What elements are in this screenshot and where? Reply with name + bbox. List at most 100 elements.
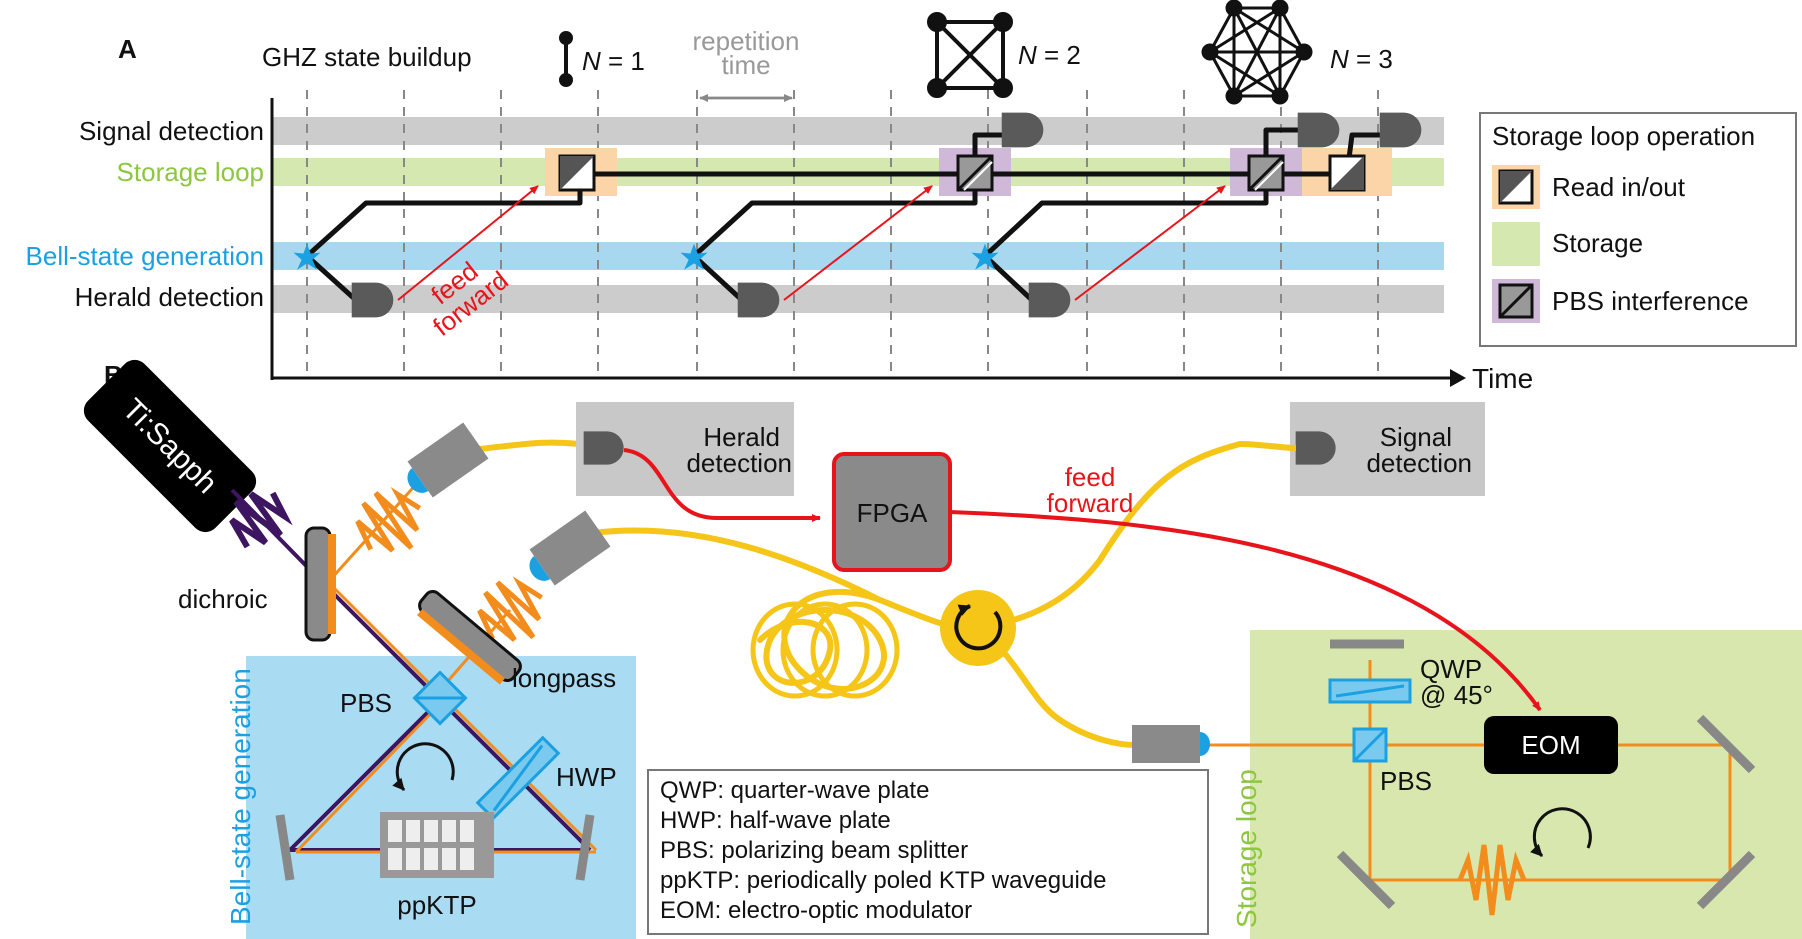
herald-detector-icon-2 bbox=[737, 282, 780, 318]
time-axis-arrow-icon bbox=[1450, 369, 1466, 387]
pbs-sagnac-icon bbox=[412, 670, 468, 726]
loop-mirror-bottom-right bbox=[1696, 850, 1756, 910]
qwp-icon bbox=[1328, 678, 1412, 704]
sagnac-mirror-right bbox=[575, 814, 595, 881]
ghz-graph-icon-n1 bbox=[559, 31, 573, 87]
collimator-icon-signal bbox=[529, 510, 611, 586]
signal-label-2: detection bbox=[1366, 448, 1472, 478]
n-label-2: N = 2 bbox=[1018, 40, 1081, 70]
repetition-label-1: repetition bbox=[693, 26, 800, 56]
signal-detector-icon-2 bbox=[1297, 112, 1340, 148]
glossary-item-pbs: PBS: polarizing beam splitter bbox=[660, 837, 968, 864]
legend-switch-fill bbox=[1500, 171, 1532, 203]
fpga-to-eom-line bbox=[949, 510, 1542, 712]
signal-detector-icon-1 bbox=[1001, 112, 1044, 148]
row-label-bell: Bell-state generation bbox=[26, 241, 264, 271]
qwp-label-2: @ 45° bbox=[1420, 680, 1493, 710]
herald-detector-icon-3 bbox=[1028, 282, 1071, 318]
fiber-spool bbox=[750, 601, 900, 699]
photon-pulse-icon-1 bbox=[355, 486, 422, 553]
sagnac-circulation-icon bbox=[392, 742, 455, 791]
legend-item-storage: Storage bbox=[1552, 228, 1643, 258]
photon-beams bbox=[294, 478, 1732, 882]
bell-band bbox=[272, 242, 1444, 270]
glossary-item-ppktp: ppKTP: periodically poled KTP waveguide bbox=[660, 867, 1106, 894]
legend-swatch-storage bbox=[1492, 222, 1540, 266]
read-in-switch-icon bbox=[558, 154, 596, 192]
signal-band bbox=[272, 117, 1444, 145]
dichroic-label: dichroic bbox=[178, 584, 268, 614]
repetition-label-2: time bbox=[721, 50, 770, 80]
collimator-icon-herald bbox=[407, 422, 489, 498]
herald-band bbox=[272, 285, 1444, 313]
ghz-graph-icon-n2 bbox=[927, 12, 1013, 98]
signal-detector-icon-3 bbox=[1379, 112, 1422, 148]
row-label-signal: Signal detection bbox=[79, 116, 264, 146]
legend-item-read: Read in/out bbox=[1552, 172, 1686, 202]
glossary-item-eom: EOM: electro-optic modulator bbox=[660, 897, 972, 924]
photon-pulse-icon-2 bbox=[477, 576, 543, 642]
feed-forward-b-line1: feed bbox=[1065, 462, 1116, 492]
panel-a: A GHZ state buildup Signal detection Sto… bbox=[26, 0, 1797, 394]
ghz-graph-icon-n3 bbox=[1201, 0, 1313, 105]
bell-box-label: Bell-state generation bbox=[225, 668, 256, 925]
feed-forward-b-line2: forward bbox=[1047, 488, 1134, 518]
herald-to-fpga-line bbox=[623, 448, 821, 522]
feed-forward-arrow-2 bbox=[783, 185, 933, 301]
herald-label-1: Herald bbox=[703, 422, 780, 452]
eom-label: EOM bbox=[1521, 730, 1580, 760]
dichroic-mirror bbox=[304, 526, 336, 642]
ppktp-label: ppKTP bbox=[397, 890, 477, 920]
sagnac-mirror-left bbox=[275, 814, 295, 881]
circulator-icon bbox=[940, 590, 1016, 666]
glossary-frame bbox=[647, 769, 1209, 935]
n-label-3: N = 3 bbox=[1330, 44, 1393, 74]
collimator-icon-storage bbox=[1132, 725, 1210, 763]
time-gridlines bbox=[306, 90, 1379, 376]
herald-label-2: detection bbox=[686, 448, 792, 478]
read-out-switch-icon bbox=[1328, 154, 1366, 192]
pbs-icon-a1 bbox=[956, 154, 994, 192]
glossary-item-hwp: HWP: half-wave plate bbox=[660, 807, 891, 834]
eom-box bbox=[1484, 716, 1618, 774]
qwp-label-1: QWP bbox=[1420, 654, 1482, 684]
signal-fiber-end bbox=[1239, 441, 1297, 451]
pump-pulse-icon bbox=[229, 491, 293, 549]
glossary-item-qwp: QWP: quarter-wave plate bbox=[660, 777, 929, 804]
longpass-label: longpass bbox=[512, 663, 616, 693]
hwp-icon bbox=[475, 735, 561, 821]
panel-a-title: GHZ state buildup bbox=[262, 42, 472, 72]
storage-box-label: Storage loop bbox=[1231, 769, 1262, 928]
signal-detector-icon-b bbox=[1295, 431, 1336, 465]
fibers bbox=[467, 439, 1243, 748]
pbs-icon-a2 bbox=[1247, 154, 1285, 192]
fpga-label: FPGA bbox=[857, 498, 928, 528]
pbs-loop-label: PBS bbox=[1380, 766, 1432, 796]
loop-circulation-icon bbox=[1530, 807, 1592, 858]
loop-mirror-bottom-left bbox=[1336, 850, 1396, 910]
row-label-herald: Herald detection bbox=[75, 282, 264, 312]
signal-label-1: Signal bbox=[1380, 422, 1452, 452]
panel-b: B Bell-state generation Storage loop Ti:… bbox=[83, 359, 1802, 939]
panel-a-label: A bbox=[118, 34, 137, 64]
photon-pulse-icon-3 bbox=[1457, 844, 1527, 916]
glossary: QWP: quarter-wave plate HWP: half-wave p… bbox=[647, 769, 1209, 935]
legend-item-pbs: PBS interference bbox=[1552, 286, 1749, 316]
legend-title: Storage loop operation bbox=[1492, 121, 1755, 151]
herald-detector-icon-b bbox=[583, 431, 624, 465]
feed-forward-arrow-3 bbox=[1074, 185, 1226, 301]
row-label-storage: Storage loop bbox=[117, 157, 264, 187]
feed-forward-arrow-1 bbox=[397, 185, 539, 301]
pbs-loop-icon bbox=[1352, 727, 1388, 763]
ppktp-waveguide bbox=[380, 812, 494, 878]
n-label-1: N = 1 bbox=[582, 46, 645, 76]
legend-pbs-line bbox=[1498, 283, 1534, 319]
longpass-filter bbox=[417, 590, 522, 685]
hwp-label: HWP bbox=[556, 762, 617, 792]
legend: Storage loop operation Read in/out Stora… bbox=[1479, 112, 1797, 347]
pbs-label: PBS bbox=[340, 688, 392, 718]
herald-detector-icon-1 bbox=[351, 282, 394, 318]
time-label: Time bbox=[1472, 363, 1533, 394]
